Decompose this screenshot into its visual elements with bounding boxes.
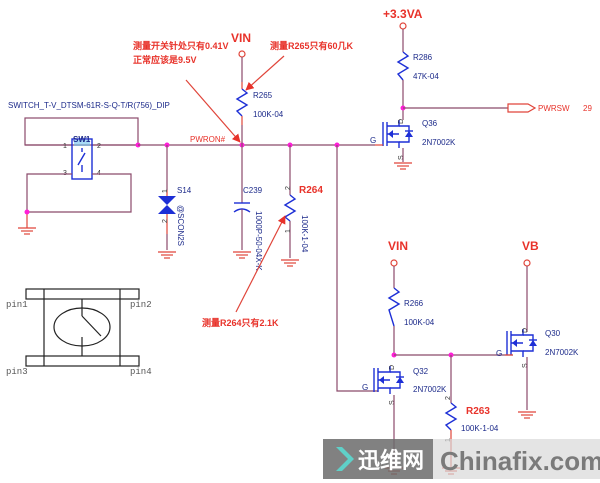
pwron-net-label: PWRON#: [190, 135, 226, 144]
r264-ref: R264: [299, 185, 323, 196]
q32-gate-label: G: [362, 383, 368, 392]
r265-ref: R265: [253, 91, 273, 100]
r264-resistor: R264 2 1 100K-1-04: [280, 145, 323, 267]
s14-value: @SCON2S: [176, 205, 185, 246]
c239-value: 1000P-50-04X-K: [254, 211, 263, 271]
s14-ref: S14: [177, 186, 192, 195]
footprint-pin2: pin2: [130, 300, 152, 310]
switch-note-arrow: [185, 79, 241, 143]
r266-q32-stage: VIN R266 100K-04 G D S Q32 2N7002K: [362, 239, 513, 475]
r264-value: 100K-1-04: [300, 215, 309, 253]
q36-source-label: S: [398, 155, 405, 160]
s14-tvs: S14 1 2 @SCON2S: [157, 145, 192, 259]
r265-note-arrow: [245, 55, 285, 91]
annotations: 测量开关针处只有0.41V 正常应该是9.5V 测量R265只有60几K 测量R…: [133, 40, 354, 328]
s14-pin2: 2: [162, 219, 169, 223]
q30-source-label: S: [522, 363, 529, 368]
r266-ref: R266: [404, 299, 424, 308]
pwrsw-page-ref: 29: [583, 104, 592, 113]
switch-pin-note-line2: 正常应该是9.5V: [133, 54, 197, 65]
r263-ref: R263: [466, 406, 490, 417]
q36-gate-label: G: [370, 136, 376, 145]
r286-q36-stage: +3.3VA R286 47K-04 PWRSW 29 G D S Q36 2N…: [370, 7, 592, 170]
q30-gate-label: G: [496, 349, 502, 358]
footprint-pin4: pin4: [130, 367, 152, 377]
sw1-pin2: 2: [97, 143, 101, 150]
r286-value: 47K-04: [413, 72, 439, 81]
watermark: 迅维网 Chinafix.com: [323, 439, 600, 479]
c239-capacitor: C239 1000P-50-04X-K: [232, 145, 263, 271]
r263-value: 100K-1-04: [461, 424, 499, 433]
vin-top-net: VIN: [231, 31, 251, 45]
watermark-logo-icon: [336, 447, 354, 471]
r264-note: 测量R264只有2.1K: [202, 317, 279, 328]
pwron-bus: PWRON#: [138, 135, 378, 392]
r265-resistor: VIN R265 100K-04: [231, 31, 284, 145]
sw1-pin1: 1: [63, 143, 67, 150]
switch-part-label: SWITCH_T-V_DTSM-61R-S-Q-T/R(756)_DIP: [8, 101, 170, 110]
q32-drain-label: D: [389, 365, 396, 370]
vin-mid-net: VIN: [388, 239, 408, 253]
footprint-pin3: pin3: [6, 367, 28, 377]
v33a-net: +3.3VA: [383, 7, 423, 21]
switch-sw1: SWITCH_T-V_DTSM-61R-S-Q-T/R(756)_DIP SW1…: [8, 101, 170, 235]
s14-pin1: 1: [162, 189, 169, 193]
r263-pin2: 2: [445, 396, 452, 400]
q30-stage: VB G D S Q30 2N7002K: [496, 239, 579, 419]
pwrsw-net: PWRSW: [538, 104, 570, 113]
switch-pin-note-line1: 测量开关针处只有0.41V: [133, 40, 229, 51]
q32-value: 2N7002K: [413, 385, 447, 394]
switch-footprint: pin1 pin2 pin3 pin4: [6, 288, 152, 377]
r266-value: 100K-04: [404, 318, 435, 327]
vb-net: VB: [522, 239, 539, 253]
r264-pin2: 2: [285, 186, 292, 190]
q36-value: 2N7002K: [422, 138, 456, 147]
r286-ref: R286: [413, 53, 433, 62]
r265-value: 100K-04: [253, 110, 284, 119]
q32-source-label: S: [389, 400, 396, 405]
r264-note-arrow: [235, 215, 286, 313]
q36-ref: Q36: [422, 119, 438, 128]
q30-drain-label: D: [522, 328, 529, 333]
r265-note: 测量R265只有60几K: [270, 40, 354, 51]
watermark-cn: 迅维网: [358, 448, 424, 473]
sw1-ref: SW1: [73, 135, 91, 144]
c239-ref: C239: [243, 186, 263, 195]
r264-pin1: 1: [285, 229, 292, 233]
footprint-pin1: pin1: [6, 300, 28, 310]
q30-ref: Q30: [545, 329, 561, 338]
q30-value: 2N7002K: [545, 348, 579, 357]
watermark-en: Chinafix.com: [440, 446, 600, 476]
q36-drain-label: D: [398, 119, 405, 124]
q32-ref: Q32: [413, 367, 429, 376]
